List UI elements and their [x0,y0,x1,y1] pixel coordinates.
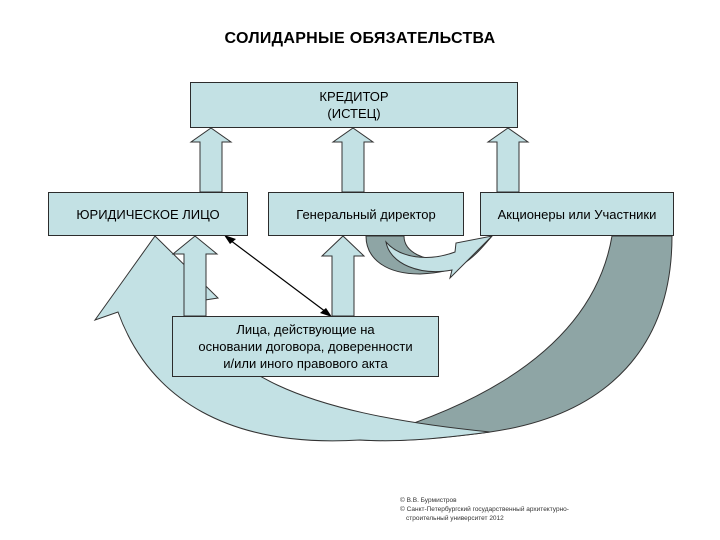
legal-entity-box: ЮРИДИЧЕСКОЕ ЛИЦО [48,192,248,236]
arrow-shareholders-to-creditor [486,127,530,193]
general-director-box: Генеральный директор [268,192,464,236]
legal-entity-label: ЮРИДИЧЕСКОЕ ЛИЦО [76,206,220,222]
arrow-persons-to-director [320,235,366,317]
persons-line-3: и/или иного правового акта [223,356,388,371]
double-arrow-line [224,235,332,317]
persons-line-1: Лица, действующие на [236,322,375,337]
arrow-legal-to-creditor [189,127,233,193]
shareholders-box: Акционеры или Участники [480,192,674,236]
general-director-label: Генеральный директор [296,206,436,222]
creditor-label: КРЕДИТОР [319,89,389,104]
uturn-light-arrow [385,235,494,280]
arrow-director-to-creditor [331,127,375,193]
credits: © В.В. Бурмистров © Санкт-Петербургский … [400,496,569,523]
creditor-sublabel: (ИСТЕЦ) [327,106,381,121]
persons-line-2: основании договора, доверенности [198,339,413,354]
persons-box: Лица, действующие на основании договора,… [172,316,439,377]
credits-org-line-1: © Санкт-Петербургский государственный ар… [400,506,569,513]
credits-author: © В.В. Бурмистров [400,497,457,504]
credits-org-line-2: строительный университет 2012 [406,515,504,522]
creditor-box: КРЕДИТОР (ИСТЕЦ) [190,82,518,128]
arrow-persons-to-legal [171,235,219,317]
page-title: СОЛИДАРНЫЕ ОБЯЗАТЕЛЬСТВА [224,30,496,47]
shareholders-label: Акционеры или Участники [497,206,657,222]
